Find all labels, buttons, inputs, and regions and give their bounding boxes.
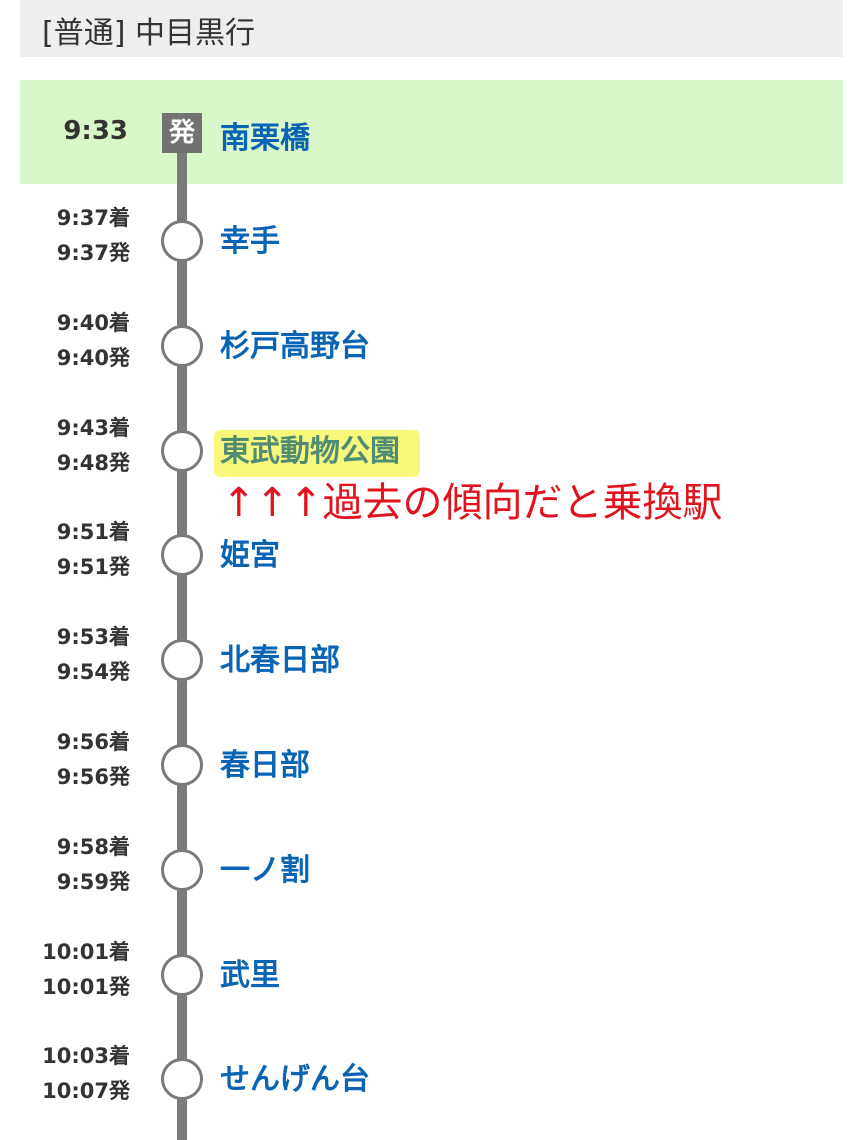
stop-row: 9:37着 9:37発 幸手 xyxy=(0,201,864,281)
station-link[interactable]: 武里 xyxy=(220,950,280,994)
departure-time: 9:51発 xyxy=(56,555,130,580)
stop-row: 9:56着 9:56発 春日部 xyxy=(0,725,864,805)
station-link[interactable]: 杉戸高野台 xyxy=(220,321,370,365)
station-link[interactable]: 北春日部 xyxy=(220,635,340,679)
station-name[interactable]: 杉戸高野台 xyxy=(220,328,370,364)
stop-times: 9:51着 9:51発 xyxy=(0,515,130,585)
arrival-time: 10:01着 xyxy=(42,939,130,964)
station-circle-icon xyxy=(161,1058,203,1101)
station-link[interactable]: 姫宮 xyxy=(220,530,280,574)
stop-row: 9:40着 9:40発 杉戸高野台 xyxy=(0,306,864,386)
station-name[interactable]: せんげん台 xyxy=(220,1062,370,1098)
departure-time: 9:54発 xyxy=(56,660,130,685)
stop-row: 9:53着 9:54発 北春日部 xyxy=(0,620,864,700)
departure-time: 9:37発 xyxy=(56,241,130,265)
station-name[interactable]: 一ノ割 xyxy=(220,852,310,888)
arrival-time: 9:37着 xyxy=(56,206,130,230)
station-circle-icon xyxy=(161,639,203,682)
departure-time: 9:56発 xyxy=(56,765,130,789)
stop-times: 10:01着 10:01発 xyxy=(0,935,130,1005)
arrival-time: 9:56着 xyxy=(56,730,130,754)
station-name[interactable]: 幸手 xyxy=(220,224,280,259)
station-name[interactable]: 春日部 xyxy=(220,748,310,783)
stop-times: 9:56着 9:56発 xyxy=(0,725,130,795)
station-circle-icon xyxy=(161,848,203,891)
station-circle-icon xyxy=(161,744,203,786)
arrival-time: 9:51着 xyxy=(56,520,130,545)
departure-time: 10:01発 xyxy=(42,974,130,999)
departure-time: 9:40発 xyxy=(56,345,130,370)
departure-time: 9:48発 xyxy=(56,450,130,475)
stop-times: 9:37着 9:37発 xyxy=(0,201,130,271)
station-circle-icon xyxy=(161,429,203,472)
stop-times: 9:43着 9:48発 xyxy=(0,411,130,481)
station-link[interactable]: 一ノ割 xyxy=(220,845,310,889)
stop-times: 9:53着 9:54発 xyxy=(0,620,130,690)
departure-time: 10:07発 xyxy=(42,1079,130,1104)
origin-station-link[interactable]: 南栗橋 xyxy=(220,121,310,156)
stop-row: 10:03着 10:07発 せんげん台 xyxy=(0,1039,864,1119)
station-circle-icon xyxy=(161,953,203,996)
stop-row: 9:58着 9:59発 一ノ割 xyxy=(0,830,864,910)
stop-row: 9:51着 9:51発 姫宮 xyxy=(0,515,864,595)
arrival-time: 10:03着 xyxy=(42,1044,130,1069)
train-type-header: [普通] 中目黒行 xyxy=(20,0,843,57)
station-circle-icon xyxy=(161,534,203,577)
station-name[interactable]: 姫宮 xyxy=(220,538,280,574)
arrival-time: 9:43着 xyxy=(56,415,130,440)
annotation-text: ↑↑↑過去の傾向だと乗換駅 xyxy=(222,480,723,526)
station-link[interactable]: せんげん台 xyxy=(220,1054,370,1098)
station-circle-icon xyxy=(161,220,203,262)
station-link[interactable]: 東武動物公園 xyxy=(214,426,420,477)
station-link[interactable]: 春日部 xyxy=(220,740,310,784)
stop-times: 10:03着 10:07発 xyxy=(0,1039,130,1109)
stop-times: 9:40着 9:40発 xyxy=(0,306,130,376)
station-name[interactable]: 北春日部 xyxy=(220,643,340,679)
departure-badge: 発 xyxy=(162,113,202,153)
arrival-time: 9:53着 xyxy=(56,625,130,650)
stop-row: 10:01着 10:01発 武里 xyxy=(0,935,864,1015)
station-name[interactable]: 東武動物公園 xyxy=(214,429,420,477)
departure-time: 9:59発 xyxy=(56,869,130,894)
stop-row: 9:43着 9:48発 東武動物公園 xyxy=(0,411,864,491)
arrival-time: 9:40着 xyxy=(56,310,130,335)
station-circle-icon xyxy=(161,324,203,367)
station-link[interactable]: 幸手 xyxy=(220,216,280,260)
train-title: [普通] 中目黒行 xyxy=(42,16,255,51)
arrival-time: 9:58着 xyxy=(56,834,130,859)
station-name[interactable]: 武里 xyxy=(220,957,280,993)
stop-times: 9:58着 9:59発 xyxy=(0,830,130,900)
origin-row xyxy=(20,80,843,184)
origin-time: 9:33 xyxy=(63,116,128,146)
